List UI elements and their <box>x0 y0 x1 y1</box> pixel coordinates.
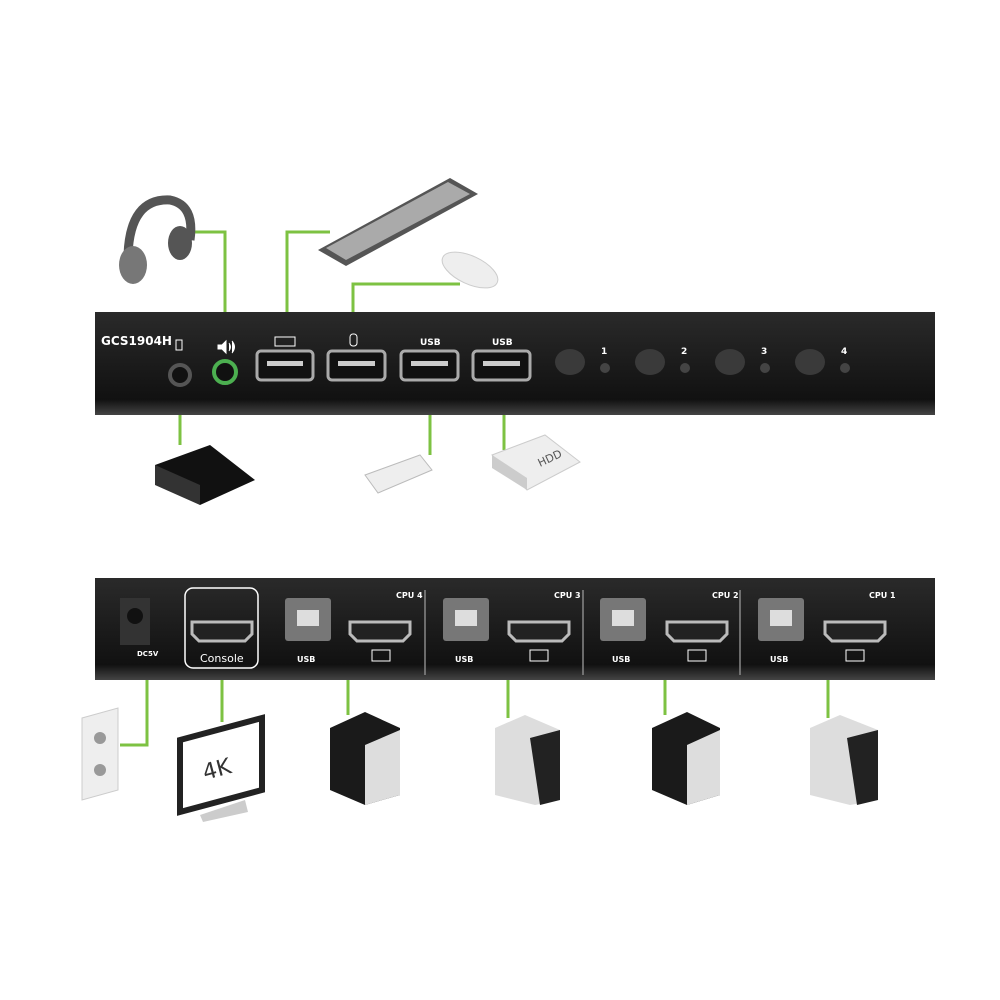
port-leds <box>600 363 850 373</box>
usb-label: USB <box>770 655 789 664</box>
headphones-icon <box>119 195 196 284</box>
port-3-label: 3 <box>761 347 768 357</box>
cpu4-label: CPU 4 <box>396 591 423 600</box>
keyboard-icon <box>318 178 478 266</box>
keyboard-port-icon <box>274 336 296 347</box>
console-frame <box>184 587 259 669</box>
usb-label: USB <box>297 655 316 664</box>
port-select-buttons[interactable] <box>555 349 825 375</box>
port-2-label: 2 <box>681 347 688 357</box>
mouse-icon <box>441 251 499 289</box>
hdmi-ports[interactable] <box>190 620 887 643</box>
usb-label: USB <box>612 655 631 664</box>
speaker-icon <box>217 339 235 355</box>
usb-a-ports[interactable] <box>255 349 532 382</box>
power-outlet-icon <box>81 707 119 801</box>
usb-flash-drive-icon <box>364 454 433 494</box>
audio-jack[interactable] <box>212 359 238 385</box>
dc5v-label: DC5V <box>137 650 159 658</box>
cpu1-label: CPU 1 <box>869 591 896 600</box>
mouse-port-icon <box>349 333 358 347</box>
mic-icon <box>175 339 183 351</box>
console-label: Console <box>200 652 244 665</box>
remote-port-selector-icon <box>155 445 255 505</box>
mic-jack[interactable] <box>168 363 192 387</box>
usb-label: USB <box>492 338 513 348</box>
port-1-label: 1 <box>601 347 608 357</box>
port-4-label: 4 <box>841 347 848 357</box>
usb-label: USB <box>455 655 474 664</box>
cpu2-label: CPU 2 <box>712 591 739 600</box>
usb-label: USB <box>420 338 441 348</box>
model-label: GCS1904H <box>101 334 172 348</box>
monitor-port-icons <box>371 649 865 662</box>
4k-monitor-icon <box>177 714 265 822</box>
computer-tower-icons <box>330 712 878 805</box>
hdd-icon <box>491 434 581 491</box>
cpu3-label: CPU 3 <box>554 591 581 600</box>
